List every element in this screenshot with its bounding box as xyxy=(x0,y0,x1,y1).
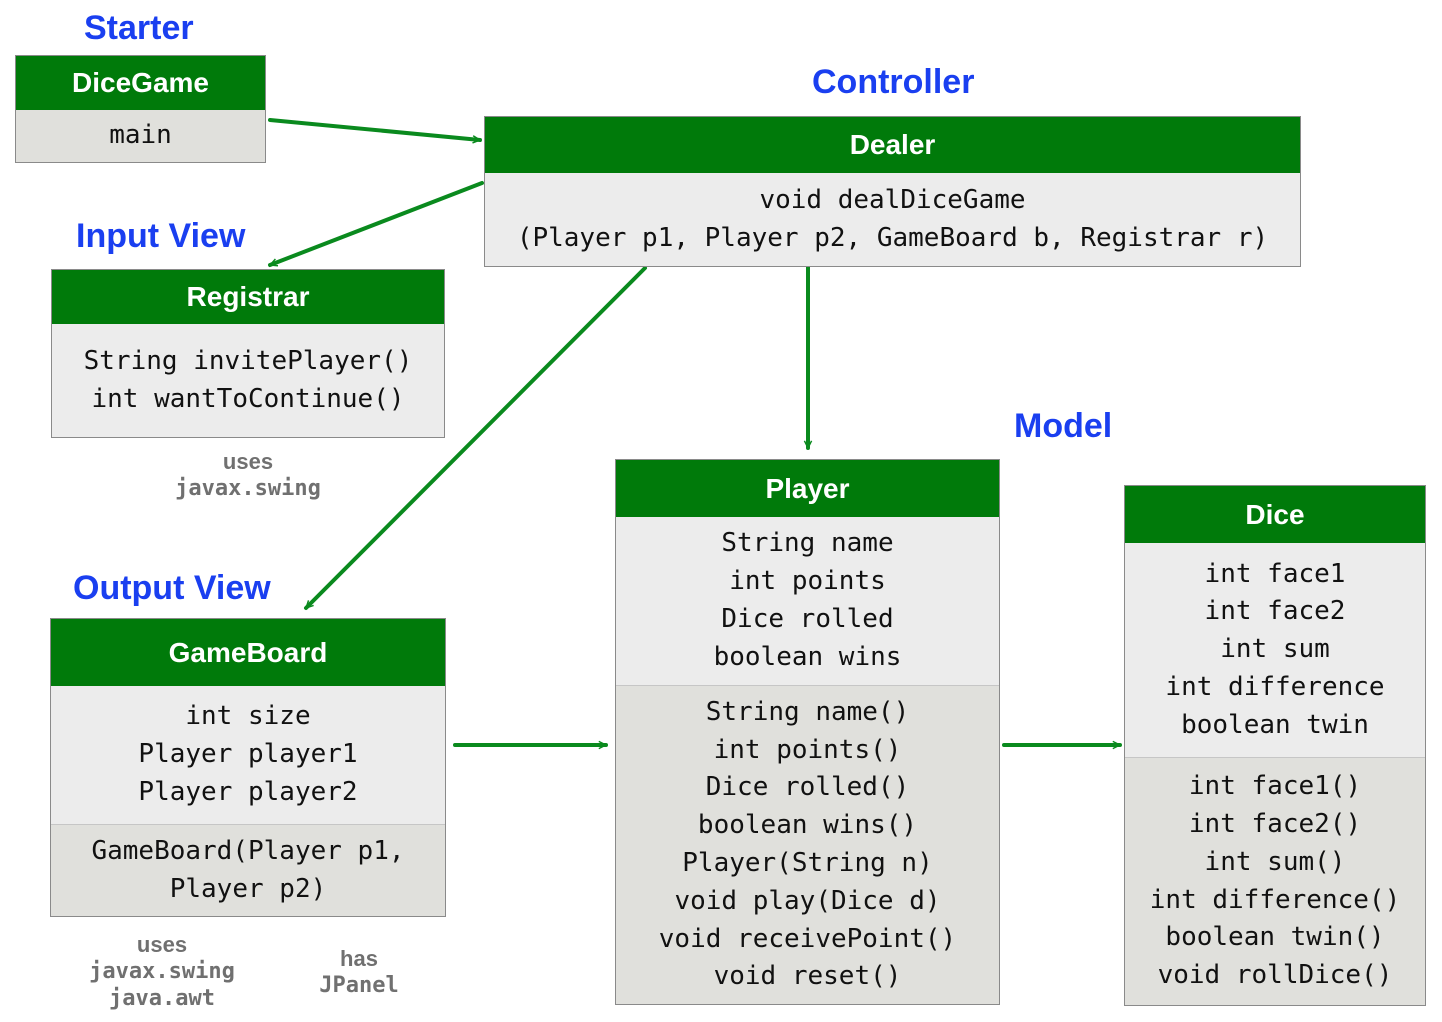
class-methods: int face1() int face2() int sum() int diffe… xyxy=(1125,757,1425,1005)
heading-starter: Starter xyxy=(84,9,194,47)
class-name: DiceGame xyxy=(16,56,265,110)
class-member: Player player2 xyxy=(138,776,358,807)
note-verb: uses xyxy=(136,932,188,957)
class-member: void receivePoint() xyxy=(658,923,957,954)
class-member: int points() xyxy=(713,734,902,765)
class-name: Dice xyxy=(1125,486,1425,543)
note-verb: uses xyxy=(222,449,274,474)
class-methods: void dealDiceGame (Player p1, Player p2, … xyxy=(485,173,1300,266)
class-member: String name() xyxy=(705,696,910,727)
class-member: int size xyxy=(185,701,311,732)
class-dicegame: DiceGame main xyxy=(15,55,266,163)
class-member: int difference xyxy=(1165,671,1385,702)
class-dice: Dice int face1 int face2 int sum int differ… xyxy=(1124,485,1426,1006)
note-gameboard-has: has JPanel xyxy=(299,945,419,999)
class-member: void play(Dice d) xyxy=(674,885,941,916)
class-member: boolean twin() xyxy=(1165,922,1385,953)
package-name: JPanel xyxy=(319,973,399,998)
class-attributes: int face1 int face2 int sum int difference b… xyxy=(1125,543,1425,757)
class-member: String name xyxy=(721,528,894,559)
heading-input-view: Input View xyxy=(76,217,246,255)
class-member: Player(String n) xyxy=(682,848,933,878)
class-member: int points xyxy=(729,566,886,597)
package-name: java.awt xyxy=(109,986,215,1011)
class-name: Player xyxy=(616,460,999,517)
package-name: javax.swing xyxy=(175,476,321,501)
class-member: boolean twin xyxy=(1181,709,1369,740)
arrow-dealer-to-gameboard xyxy=(304,266,647,610)
class-name: GameBoard xyxy=(51,619,445,686)
arrow-dicegame-to-dealer xyxy=(268,118,482,140)
class-member: void dealDiceGame xyxy=(759,184,1026,215)
class-methods: String invitePlayer() int wantToContinue(… xyxy=(52,324,444,437)
note-verb: has xyxy=(340,946,378,971)
class-methods: main xyxy=(16,110,265,162)
heading-controller: Controller xyxy=(812,63,975,101)
class-member: int face2() xyxy=(1188,808,1362,839)
class-member: GameBoard(Player p1, xyxy=(91,835,405,866)
package-name: javax.swing xyxy=(89,959,235,984)
class-dealer: Dealer void dealDiceGame (Player p1, Play… xyxy=(484,116,1301,267)
heading-model: Model xyxy=(1014,407,1113,445)
class-member: int wantToContinue() xyxy=(91,383,405,414)
class-member: Player player1 xyxy=(138,739,358,770)
class-member: (Player p1, Player p2, GameBoard b, Regi… xyxy=(516,222,1269,253)
class-methods: String name() int points() Dice rolled() bo… xyxy=(616,685,999,1004)
class-member: Dice rolled xyxy=(721,604,894,634)
class-name: Registrar xyxy=(52,270,444,324)
class-member: Player p2) xyxy=(169,873,327,904)
heading-output-view: Output View xyxy=(73,569,271,607)
note-packages: JPanel xyxy=(319,972,398,999)
class-member: main xyxy=(109,120,172,151)
class-member: void reset() xyxy=(713,961,902,992)
class-member: int face1 xyxy=(1204,558,1346,589)
class-member: int face1() xyxy=(1188,771,1362,802)
note-packages: javax.swing xyxy=(175,475,321,502)
class-member: String invitePlayer() xyxy=(83,345,413,376)
class-member: int sum() xyxy=(1204,846,1346,877)
class-methods: GameBoard(Player p1, Player p2) xyxy=(51,824,445,916)
class-member: Dice rolled() xyxy=(705,772,910,803)
class-registrar: Registrar String invitePlayer() int wantT… xyxy=(51,269,445,438)
note-registrar-uses: uses javax.swing xyxy=(148,448,348,502)
class-member: void rollDice() xyxy=(1157,960,1393,991)
class-member: boolean wins() xyxy=(697,810,918,841)
class-member: int sum xyxy=(1220,634,1330,665)
arrow-dealer-to-registrar xyxy=(268,181,484,267)
class-member: int face2 xyxy=(1204,596,1346,627)
class-member: int difference() xyxy=(1149,884,1401,915)
class-member: boolean wins xyxy=(713,641,902,672)
class-name: Dealer xyxy=(485,117,1300,173)
